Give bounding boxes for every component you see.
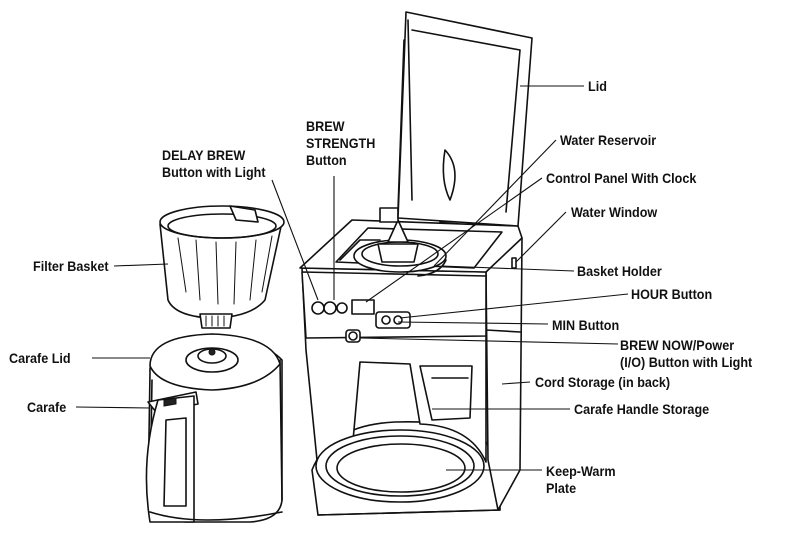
label-carafe-handle-storage: Carafe Handle Storage xyxy=(574,401,710,417)
label-delay-brew: DELAY BREW Button with Light xyxy=(162,147,266,181)
label-hour-button: HOUR Button xyxy=(631,286,713,302)
label-cord-storage: Cord Storage (in back) xyxy=(535,374,671,390)
label-brew-now: BREW NOW/Power (I/O) Button with Light xyxy=(620,337,752,371)
label-basket-holder: Basket Holder xyxy=(577,263,662,279)
label-min-button: MIN Button xyxy=(552,317,620,333)
carafe xyxy=(145,333,283,523)
label-brew-strength-line1: BREW xyxy=(306,118,345,134)
label-brew-strength-line3: Button xyxy=(306,152,347,168)
label-lid: Lid xyxy=(588,78,607,94)
label-carafe: Carafe xyxy=(27,399,67,415)
label-water-reservoir: Water Reservoir xyxy=(560,132,657,148)
label-filter-basket: Filter Basket xyxy=(33,258,109,274)
label-control-panel: Control Panel With Clock xyxy=(546,170,697,186)
filter-basket xyxy=(159,205,285,329)
label-delay-brew-line2: Button with Light xyxy=(162,164,266,180)
coffee-maker xyxy=(299,11,533,516)
label-keep-warm-line1: Keep-Warm xyxy=(546,463,616,479)
label-keep-warm-line2: Plate xyxy=(546,480,577,496)
label-water-window: Water Window xyxy=(571,204,658,220)
label-delay-brew-line1: DELAY BREW xyxy=(162,147,246,163)
label-brew-now-line2: (I/O) Button with Light xyxy=(620,354,753,370)
label-keep-warm-plate: Keep-Warm Plate xyxy=(546,463,616,497)
leader-lines xyxy=(75,85,629,471)
label-brew-strength-line2: STRENGTH xyxy=(306,135,376,151)
label-carafe-lid: Carafe Lid xyxy=(9,350,71,366)
label-brew-strength: BREW STRENGTH Button xyxy=(306,118,375,169)
label-brew-now-line1: BREW NOW/Power xyxy=(620,337,735,353)
